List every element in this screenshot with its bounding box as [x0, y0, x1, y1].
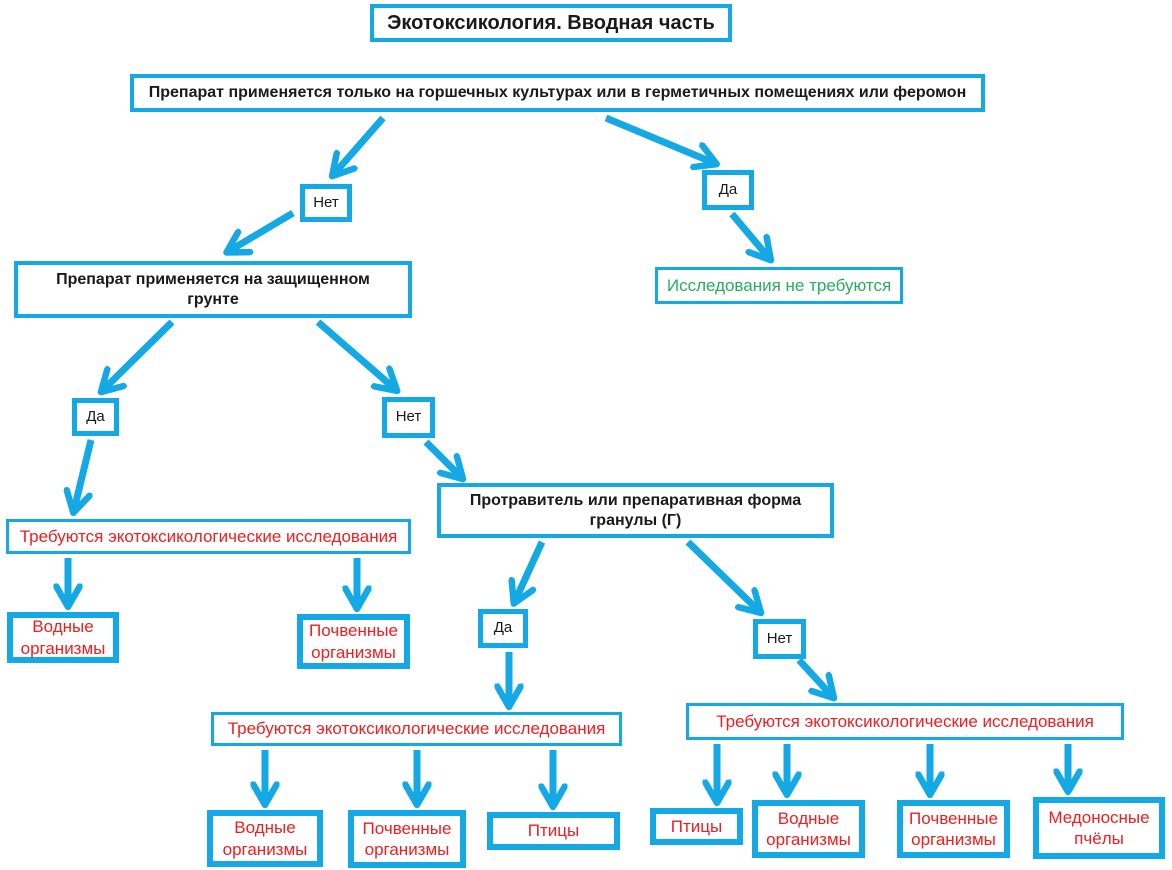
- node-birds-right: Птицы: [650, 808, 743, 845]
- arrow-no3-to-required-right: [796, 657, 832, 696]
- node-aquatic-organisms-mid: Водные организмы: [207, 810, 323, 867]
- node-studies-required-right: Требуются экотоксикологические исследова…: [686, 703, 1124, 740]
- diagram-title: Экотоксикология. Вводная часть: [370, 4, 732, 42]
- node-yes-1: Да: [702, 170, 754, 210]
- arrow-no1-to-protected: [229, 209, 295, 251]
- arrow-no2-to-granules: [423, 439, 461, 477]
- arrow-granules-to-no3: [685, 539, 759, 611]
- node-application-question: Препарат применяется только на горшечных…: [130, 74, 985, 112]
- arrow-yes1-to-nostudies: [729, 211, 769, 258]
- arrow-application-to-yes1: [604, 114, 714, 163]
- node-no-3: Нет: [753, 619, 806, 659]
- node-yes-2: Да: [72, 398, 119, 436]
- node-honey-bees-right: Медоносные пчёлы: [1033, 797, 1165, 859]
- arrow-protected-to-no2: [315, 319, 395, 389]
- arrow-granules-to-yes3: [515, 540, 546, 601]
- node-granules-question: Протравитель или препаративная форма гра…: [437, 483, 834, 538]
- arrow-yes2-to-required-left: [74, 439, 95, 510]
- node-studies-required-mid: Требуются экотоксикологические исследова…: [211, 712, 622, 746]
- node-aquatic-organisms-left: Водные организмы: [7, 612, 119, 663]
- node-soil-organisms-right: Почвенные организмы: [897, 800, 1010, 858]
- node-studies-required-left: Требуются экотоксикологические исследова…: [6, 519, 411, 554]
- node-protected-ground-question: Препарат применяется на защищенном грунт…: [14, 261, 412, 318]
- node-soil-organisms-mid: Почвенные организмы: [348, 810, 466, 868]
- arrow-protected-to-yes2: [103, 319, 175, 390]
- node-birds-mid: Птицы: [487, 812, 620, 850]
- node-no-studies-needed: Исследования не требуются: [655, 267, 903, 304]
- node-aquatic-organisms-right: Водные организмы: [752, 800, 865, 858]
- node-yes-3: Да: [478, 609, 528, 648]
- node-no-1: Нет: [300, 184, 352, 222]
- node-soil-organisms-left: Почвенные организмы: [297, 614, 410, 669]
- node-no-2: Нет: [382, 397, 435, 438]
- arrow-application-to-no1: [334, 115, 386, 174]
